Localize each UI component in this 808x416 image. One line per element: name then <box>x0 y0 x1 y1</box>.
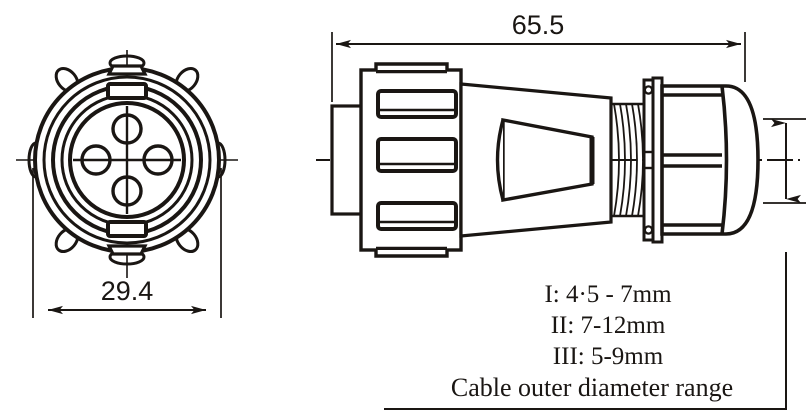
spec-row-2: II: 7-12mm <box>551 312 666 339</box>
keyway-notch-top <box>106 64 148 100</box>
dimension-height <box>763 118 806 204</box>
nut-cap-bottom <box>374 250 449 258</box>
flange-hole-top <box>643 85 654 95</box>
flange-washer <box>642 76 664 244</box>
front-ring-2 <box>42 75 212 245</box>
dimension-label-length: 65.5 <box>512 10 565 40</box>
spec-caption: Cable outer diameter range <box>451 373 733 402</box>
cap-inner-edge <box>720 85 729 235</box>
knurl-slots <box>376 89 458 231</box>
sheet-border <box>384 252 787 410</box>
spec-row-3: III: 5-9mm <box>553 343 664 370</box>
inner-cone-left-arc <box>495 119 505 201</box>
knurl-slot-1 <box>376 89 458 119</box>
side-section-view: 65.5 <box>316 10 806 258</box>
dimension-29-4: 29.4 <box>32 168 222 318</box>
knurl-slot-2 <box>376 137 458 173</box>
cable-gland-cap <box>660 84 760 236</box>
front-face-view: 29.4 <box>16 50 238 318</box>
mating-boss <box>330 104 364 216</box>
cable-diameter-spec: I: 4·5 - 7mm II: 7-12mm III: 5-9mm Cable… <box>451 281 733 402</box>
dimension-65-5: 65.5 <box>331 10 746 102</box>
nut-cap-top <box>374 62 449 70</box>
flange-hole-bottom <box>643 225 654 235</box>
keyway-notch-bottom <box>106 220 148 256</box>
spec-row-1: I: 4·5 - 7mm <box>544 281 672 308</box>
dimension-label-width: 29.4 <box>101 276 154 306</box>
pin-crosshair-stubs <box>82 115 172 205</box>
knurl-slot-3 <box>376 201 458 231</box>
